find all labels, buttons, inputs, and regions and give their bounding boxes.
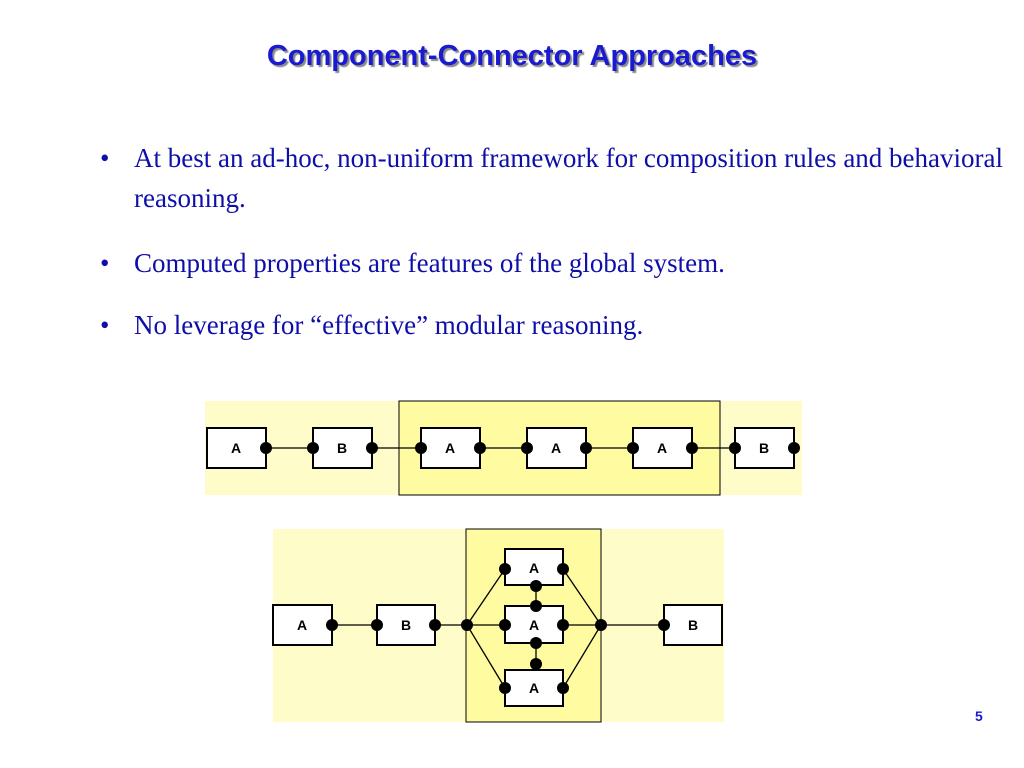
port-dot	[366, 442, 378, 454]
component-box	[420, 427, 481, 469]
connector-line	[562, 624, 602, 689]
port-dot	[474, 442, 486, 454]
component-label: A	[297, 617, 307, 633]
bullet-item: Computed properties are features of the …	[96, 243, 1016, 283]
port-dot	[371, 619, 383, 631]
bullet-list: At best an ad-hoc, non-uniform framework…	[96, 138, 1016, 372]
port-dot	[307, 442, 319, 454]
port-dot	[530, 600, 542, 612]
component-label: A	[445, 440, 455, 456]
port-dot	[580, 442, 592, 454]
slide-title: Component-Connector Approaches	[266, 40, 758, 72]
port-dot	[499, 563, 511, 575]
component-box	[504, 548, 564, 586]
port-dot	[499, 619, 511, 631]
port-dot	[658, 619, 670, 631]
port-dot	[326, 619, 338, 631]
bullet-text: At best an ad-hoc, non-uniform framework…	[134, 143, 1003, 213]
connector-line	[562, 568, 602, 626]
component-box	[632, 427, 693, 469]
port-dot	[557, 619, 569, 631]
port-dot	[557, 563, 569, 575]
component-box	[663, 604, 723, 646]
port-dot	[788, 442, 800, 454]
component-box	[376, 604, 436, 646]
port-dot	[415, 442, 427, 454]
bullet-item: No leverage for “effective” modular reas…	[96, 305, 1016, 345]
component-label: B	[401, 617, 411, 633]
port-dot	[530, 658, 542, 670]
port-dot	[557, 682, 569, 694]
connector-line	[466, 624, 506, 689]
port-dot	[530, 637, 542, 649]
component-box	[312, 427, 373, 469]
port-dot	[729, 442, 741, 454]
bullet-item: At best an ad-hoc, non-uniform framework…	[96, 138, 1016, 218]
component-box	[272, 604, 333, 646]
port-dot	[499, 682, 511, 694]
component-label: A	[529, 560, 539, 576]
diagram-parallel: A B A A A B	[272, 528, 724, 723]
port-dot	[521, 442, 533, 454]
bullet-text: No leverage for “effective” modular reas…	[134, 310, 644, 340]
component-label: A	[231, 440, 241, 456]
component-label: B	[688, 617, 698, 633]
component-label: B	[337, 440, 347, 456]
component-label: A	[657, 440, 667, 456]
page-number: 5	[975, 708, 983, 724]
connector-line	[466, 568, 506, 626]
component-label: A	[551, 440, 561, 456]
port-dot	[686, 442, 698, 454]
component-label: B	[759, 440, 769, 456]
port-dot	[260, 442, 272, 454]
component-box	[206, 427, 267, 469]
port-dot	[461, 619, 473, 631]
port-dot	[595, 619, 607, 631]
component-label: A	[529, 617, 539, 633]
component-label: A	[529, 680, 539, 696]
port-dot	[429, 619, 441, 631]
port-dot	[627, 442, 639, 454]
diagram-linear: A B A A A B	[205, 400, 802, 496]
port-dot	[530, 580, 542, 592]
bullet-text: Computed properties are features of the …	[134, 248, 725, 278]
